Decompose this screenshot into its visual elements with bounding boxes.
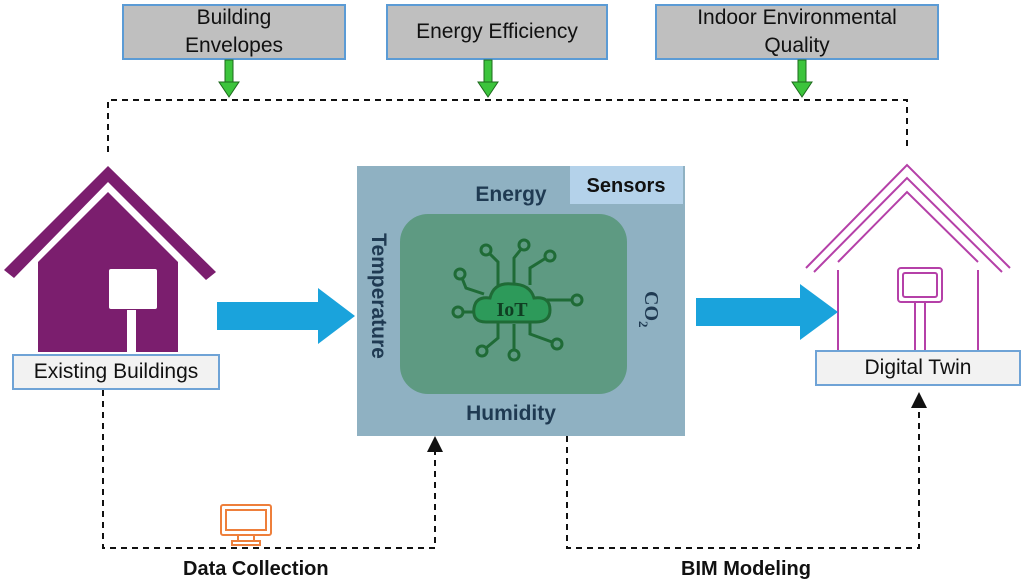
sensor-humidity: Humidity — [466, 402, 556, 425]
ieq-line1: Indoor Environmental — [697, 6, 897, 29]
sensor-temperature: Temperature — [367, 233, 390, 359]
energy-efficiency-label: Energy Efficiency — [416, 20, 578, 43]
indoor-environmental-quality-box: Indoor Environmental Quality — [655, 4, 939, 60]
sensors-title-box — [570, 166, 683, 204]
existing-building-house-icon — [4, 166, 216, 352]
sensor-co2-sub: 2 — [636, 321, 651, 328]
green-arrow-ieq — [791, 59, 813, 98]
green-arrow-energy — [477, 59, 499, 98]
sensor-co2-main: CO — [640, 291, 662, 321]
sensor-energy: Energy — [475, 183, 547, 206]
existing-buildings-text: Existing Buildings — [33, 360, 199, 383]
ieq-line2: Quality — [764, 34, 830, 57]
data-collection-caption: Data Collection — [183, 558, 329, 580]
top-dashed-connector — [107, 99, 908, 152]
sensor-co2: CO 2 — [636, 291, 662, 328]
arrow-to-digital-twin — [696, 284, 838, 340]
building-envelopes-line1: Building — [196, 6, 272, 29]
iot-label: IoT — [496, 299, 528, 321]
bim-modeling-connector — [566, 392, 927, 549]
monitor-icon — [220, 504, 272, 546]
green-arrow-envelopes — [218, 59, 240, 98]
building-envelopes-box: Building Envelopes — [122, 4, 346, 60]
energy-efficiency-box: Energy Efficiency — [386, 4, 608, 60]
bim-modeling-caption: BIM Modeling — [681, 558, 811, 580]
existing-buildings-label: Existing Buildings — [12, 354, 220, 390]
sensors-title: Sensors — [587, 175, 666, 197]
building-envelopes-line2: Envelopes — [184, 34, 284, 57]
data-collection-connector — [102, 390, 443, 549]
iot-cloud-icon — [472, 282, 552, 324]
digital-twin-text: Digital Twin — [864, 356, 972, 379]
arrow-to-sensors — [217, 288, 355, 344]
digital-twin-label: Digital Twin — [815, 350, 1021, 386]
digital-twin-house-icon — [805, 163, 1011, 352]
